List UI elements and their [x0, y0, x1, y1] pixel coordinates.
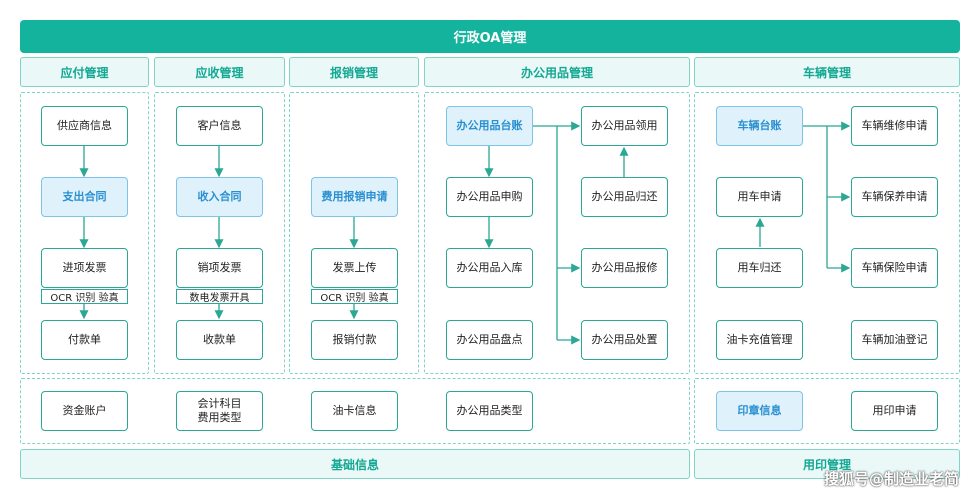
region-basic [20, 378, 690, 444]
node-office-ledger[interactable]: 办公用品台账 [446, 106, 533, 146]
node-accounting-subject[interactable]: 会计科目 费用类型 [176, 391, 263, 431]
node-vehicle-service[interactable]: 车辆保养申请 [851, 177, 938, 217]
node-vehicle-return[interactable]: 用车归还 [716, 248, 803, 288]
node-office-receive[interactable]: 办公用品领用 [581, 106, 668, 146]
node-office-supply-type[interactable]: 办公用品类型 [446, 391, 533, 431]
node-vehicle-ledger[interactable]: 车辆台账 [716, 106, 803, 146]
node-income-contract[interactable]: 收入合同 [176, 177, 263, 217]
node-vehicle-maintain[interactable]: 车辆维修申请 [851, 106, 938, 146]
node-expense-contract[interactable]: 支出合同 [41, 177, 128, 217]
tag-digital-invoice: 数电发票开具 [176, 289, 263, 304]
node-supplier-info[interactable]: 供应商信息 [41, 106, 128, 146]
header-vehicle: 车辆管理 [694, 57, 960, 87]
node-output-invoice[interactable]: 销项发票 [176, 248, 263, 288]
header-receivable: 应收管理 [154, 57, 285, 87]
node-payment-slip[interactable]: 付款单 [41, 320, 128, 360]
expense-type-label: 费用类型 [197, 411, 242, 424]
tag-ocr-verify: OCR 识别 验真 [41, 289, 128, 304]
node-input-invoice[interactable]: 进项发票 [41, 248, 128, 288]
node-office-dispose[interactable]: 办公用品处置 [581, 320, 668, 360]
node-expense-claim[interactable]: 费用报销申请 [311, 177, 398, 217]
node-fund-account[interactable]: 资金账户 [41, 391, 128, 431]
node-seal-apply[interactable]: 用印申请 [851, 391, 938, 431]
watermark-text: 搜狐号@制造业老简 [823, 470, 959, 488]
header-reimburse: 报销管理 [289, 57, 419, 87]
node-receipt-slip[interactable]: 收款单 [176, 320, 263, 360]
node-office-return[interactable]: 办公用品归还 [581, 177, 668, 217]
page-title: 行政OA管理 [20, 20, 960, 53]
footer-seal-management: 用印管理 [694, 449, 960, 479]
node-office-stock-in[interactable]: 办公用品入库 [446, 248, 533, 288]
node-reimburse-payment[interactable]: 报销付款 [311, 320, 398, 360]
node-customer-info[interactable]: 客户信息 [176, 106, 263, 146]
header-payable: 应付管理 [20, 57, 149, 87]
node-vehicle-apply[interactable]: 用车申请 [716, 177, 803, 217]
node-vehicle-insurance[interactable]: 车辆保险申请 [851, 248, 938, 288]
node-vehicle-refuel[interactable]: 车辆加油登记 [851, 320, 938, 360]
node-fuel-card-info[interactable]: 油卡信息 [311, 391, 398, 431]
node-office-inventory[interactable]: 办公用品盘点 [446, 320, 533, 360]
node-invoice-upload[interactable]: 发票上传 [311, 248, 398, 288]
footer-basic-info: 基础信息 [20, 449, 690, 479]
accounting-subject-label: 会计科目 [197, 397, 242, 410]
header-office: 办公用品管理 [424, 57, 690, 87]
node-office-purchase[interactable]: 办公用品申购 [446, 177, 533, 217]
node-office-repair[interactable]: 办公用品报修 [581, 248, 668, 288]
tag-ocr-verify-reimburse: OCR 识别 验真 [311, 289, 398, 304]
node-fuel-card-mgmt[interactable]: 油卡充值管理 [716, 320, 803, 360]
node-seal-info[interactable]: 印章信息 [716, 391, 803, 431]
